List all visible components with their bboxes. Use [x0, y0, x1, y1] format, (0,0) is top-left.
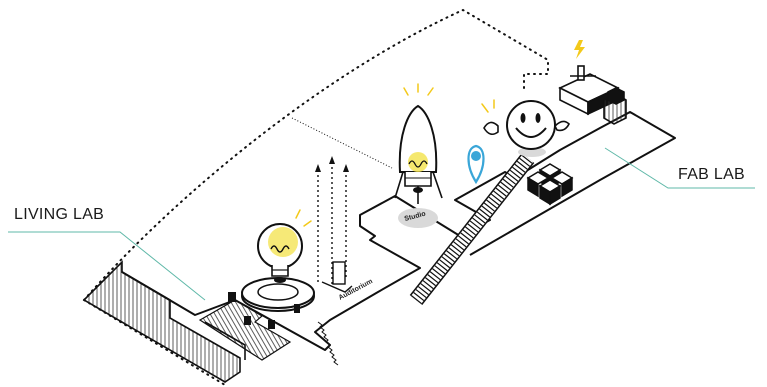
- machine-icon: [558, 65, 627, 125]
- building-outline-dotted: [83, 8, 549, 301]
- fab-lab-label: FAB LAB: [678, 166, 746, 183]
- living-lab-partition: [204, 321, 246, 360]
- lightbulb-icon: [394, 104, 443, 204]
- arrow-heads: [315, 156, 349, 172]
- floor-plan-outline: [121, 111, 676, 351]
- stools: [228, 292, 300, 329]
- smiley-icon: [481, 99, 570, 157]
- stairs-icon: [409, 153, 535, 305]
- living-lab-bulb-group: [228, 209, 315, 329]
- lightning-icon: [574, 40, 585, 59]
- auditorium-projection: [317, 162, 347, 286]
- building-outline-dotted-lower: [83, 299, 226, 386]
- cube-cluster-icon: [526, 163, 574, 206]
- fab-lab-leader: [604, 147, 755, 189]
- living-lab-label: LIVING LAB: [14, 206, 105, 223]
- cable-zigzag: [317, 321, 339, 366]
- studio-floor-disc: [398, 208, 438, 228]
- living-lab-wall-block: [82, 260, 241, 383]
- studio-bulb-group: Studio: [394, 83, 443, 228]
- lightbulb-icon: [257, 223, 303, 283]
- living-lab-leader: [8, 231, 206, 301]
- location-pin-icon: [467, 144, 485, 185]
- auditorium-block: [332, 261, 346, 285]
- glow-rays: [295, 209, 312, 227]
